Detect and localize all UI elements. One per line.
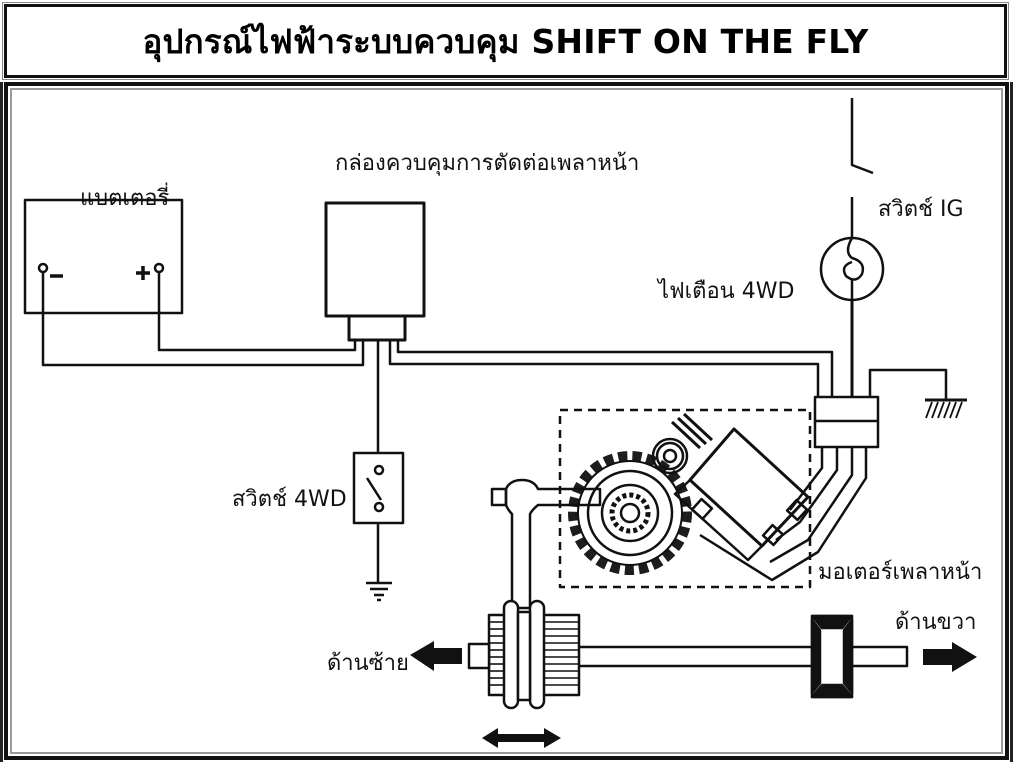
connector-icon xyxy=(813,368,948,449)
worm-gear-icon xyxy=(651,412,714,475)
differential-gear-icon xyxy=(810,614,854,699)
front-shaft-motor-label: มอเตอร์เพลาหน้า xyxy=(818,560,983,585)
shift-fork-icon xyxy=(490,478,602,610)
sleeve-icon xyxy=(467,599,581,710)
double-arrow-icon xyxy=(482,728,561,748)
motor-assembly-outline xyxy=(558,408,812,589)
switch-4wd-label: สวิตช์ 4WD xyxy=(232,487,347,512)
warning-lamp-label: ไฟเตือน 4WD xyxy=(658,279,795,304)
battery-label: แบตเตอรี่ xyxy=(80,186,170,211)
frame-border-left xyxy=(0,82,3,762)
control-box-label: กล่องควบคุมการตัดต่อเพลาหน้า xyxy=(335,151,640,176)
ground-icon xyxy=(366,581,392,602)
gear-icon xyxy=(568,451,692,575)
battery-wires xyxy=(41,272,365,367)
frame-border-right xyxy=(1010,82,1013,762)
left-side-label: ด้านซ้าย xyxy=(327,651,409,676)
warning-lamp-icon xyxy=(819,236,885,397)
motor-icon xyxy=(673,427,810,562)
switch-4wd-icon xyxy=(352,451,405,582)
battery-icon xyxy=(23,198,184,315)
page-title: อุปกรณ์ไฟฟ้าระบบควบคุม SHIFT ON THE FLY xyxy=(142,21,869,61)
control-box-icon xyxy=(324,201,426,342)
title-banner: อุปกรณ์ไฟฟ้าระบบควบคุม SHIFT ON THE FLY xyxy=(2,2,1009,80)
arrow-left-icon xyxy=(410,641,462,671)
connector-to-motor-wires xyxy=(699,447,868,582)
chassis-ground-icon xyxy=(925,398,967,419)
control-to-connector-wires xyxy=(388,340,834,397)
ig-switch-label: สวิตช์ IG xyxy=(878,197,964,222)
axle-shaft xyxy=(579,645,909,668)
right-side-label: ด้านขวา xyxy=(895,610,977,635)
arrow-right-icon xyxy=(923,642,977,672)
ig-switch-icon xyxy=(850,98,874,238)
